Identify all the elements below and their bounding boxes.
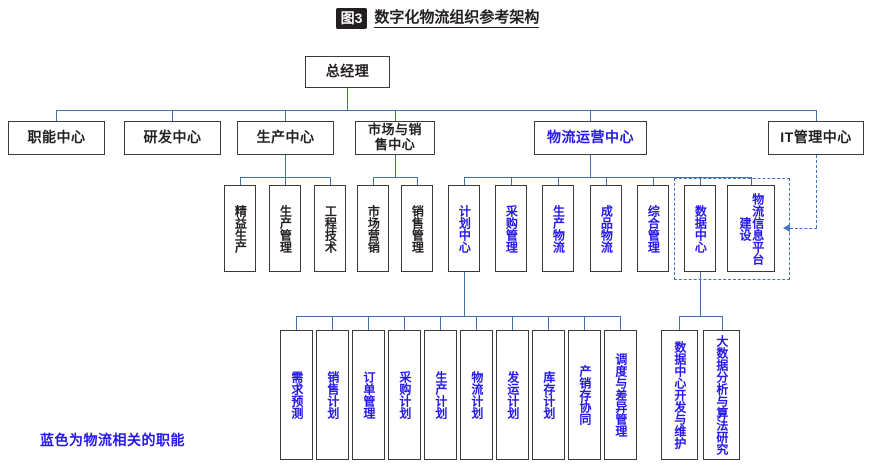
connector-drop-purchase xyxy=(511,177,513,185)
node-logistics-plan[interactable]: 物流计划 xyxy=(460,330,493,460)
connector-drop-datacenter xyxy=(700,177,702,185)
node-rnd-center[interactable]: 研发中心 xyxy=(124,121,221,155)
connector-logistics-stem xyxy=(590,155,592,177)
figure-title: 图3 数字化物流组织参考架构 xyxy=(0,8,875,29)
node-inventory-plan[interactable]: 库存计划 xyxy=(532,330,565,460)
connector-drop-engineering xyxy=(330,177,332,185)
node-purchase-management[interactable]: 采购管理 xyxy=(495,185,527,272)
node-data-center-development-maintenance[interactable]: 数据中心开发与维护 xyxy=(661,330,698,460)
node-functional-center[interactable]: 职能中心 xyxy=(8,121,105,155)
node-finished-goods-logistics[interactable]: 成品物流 xyxy=(590,185,622,272)
node-data-center[interactable]: 数据中心 xyxy=(684,185,716,272)
node-production-sales-inventory-collab[interactable]: 产销存协同 xyxy=(568,330,601,460)
connector-drop-it xyxy=(816,110,818,121)
node-demand-forecast[interactable]: 需求预测 xyxy=(280,330,313,460)
node-logistics-info-platform[interactable]: 物流信息平台建设 xyxy=(727,185,775,272)
connector-drop-bigdata xyxy=(722,316,724,330)
node-market-sales-center[interactable]: 市场与销 售中心 xyxy=(355,121,435,155)
connector-drop-prodmgmt xyxy=(285,177,287,185)
node-lean-production[interactable]: 精益生产 xyxy=(224,185,256,272)
connector-drop-lean xyxy=(240,177,242,185)
connector-drop-prodplan xyxy=(440,316,442,330)
node-production-center[interactable]: 生产中心 xyxy=(237,121,334,155)
connector-drop-order xyxy=(368,316,370,330)
connector-drop-dispatch xyxy=(620,316,622,330)
node-sales-management[interactable]: 销售管理 xyxy=(401,185,433,272)
connector-drop-salesmgmt xyxy=(417,177,419,185)
connector-datacenter-stem xyxy=(700,272,702,316)
node-production-plan[interactable]: 生产计划 xyxy=(424,330,457,460)
node-sales-plan[interactable]: 销售计划 xyxy=(316,330,349,460)
connector-level1-bus xyxy=(56,110,816,112)
connector-drop-demand xyxy=(296,316,298,330)
connector-drop-dcdev xyxy=(679,316,681,330)
dashed-link-horizontal xyxy=(790,228,817,229)
connector-drop-platform xyxy=(751,177,753,185)
node-engineering-technology[interactable]: 工程技术 xyxy=(314,185,346,272)
connector-drop-plan xyxy=(464,177,466,185)
node-general-manager[interactable]: 总经理 xyxy=(305,56,390,88)
figure-title-text: 数字化物流组织参考架构 xyxy=(374,9,540,29)
node-production-management[interactable]: 生产管理 xyxy=(269,185,301,272)
connector-sales-stem xyxy=(395,155,397,177)
connector-datacenter-bus xyxy=(679,316,722,318)
node-it-management-center[interactable]: IT管理中心 xyxy=(768,121,864,155)
connector-root-stem xyxy=(347,88,349,110)
connector-drop-logistics xyxy=(590,110,592,121)
node-order-management[interactable]: 订单管理 xyxy=(352,330,385,460)
connector-logistics-bus xyxy=(464,177,751,179)
connector-drop-sales xyxy=(395,110,397,121)
node-marketing[interactable]: 市场营销 xyxy=(357,185,389,272)
node-plan-center[interactable]: 计划中心 xyxy=(448,185,480,272)
connector-plan-stem xyxy=(464,272,466,316)
figure-number-badge: 图3 xyxy=(335,8,368,29)
node-market-sales-center-line2: 售中心 xyxy=(374,137,416,152)
connector-sales-bus xyxy=(373,177,418,179)
dashed-link-vertical xyxy=(816,155,817,228)
connector-drop-prodlog xyxy=(558,177,560,185)
connector-drop-salesplan xyxy=(332,316,334,330)
node-general-management[interactable]: 综合管理 xyxy=(637,185,669,272)
node-purchase-plan[interactable]: 采购计划 xyxy=(388,330,421,460)
dashed-link-arrow-icon xyxy=(783,223,790,232)
node-shipping-plan[interactable]: 发运计划 xyxy=(496,330,529,460)
legend-note: 蓝色为物流相关的职能 xyxy=(40,432,185,448)
node-bigdata-analytics-algorithm-research[interactable]: 大数据分析与算法研究 xyxy=(703,330,740,460)
connector-drop-marketing xyxy=(373,177,375,185)
connector-drop-finishedlog xyxy=(606,177,608,185)
connector-production-stem xyxy=(285,155,287,177)
connector-drop-general xyxy=(653,177,655,185)
connector-drop-functional xyxy=(56,110,58,121)
connector-drop-purchaseplan xyxy=(404,316,406,330)
node-logistics-operation-center[interactable]: 物流运营中心 xyxy=(534,121,647,155)
connector-drop-rnd xyxy=(172,110,174,121)
connector-drop-logplan xyxy=(476,316,478,330)
connector-drop-production xyxy=(285,110,287,121)
connector-drop-invplan xyxy=(548,316,550,330)
connector-drop-collab xyxy=(584,316,586,330)
node-production-logistics[interactable]: 生产物流 xyxy=(542,185,574,272)
connector-plan-bus xyxy=(296,316,620,318)
node-market-sales-center-line1: 市场与销 xyxy=(367,122,422,138)
connector-drop-shipplan xyxy=(512,316,514,330)
node-dispatch-variance-management[interactable]: 调度与差异管理 xyxy=(604,330,637,460)
